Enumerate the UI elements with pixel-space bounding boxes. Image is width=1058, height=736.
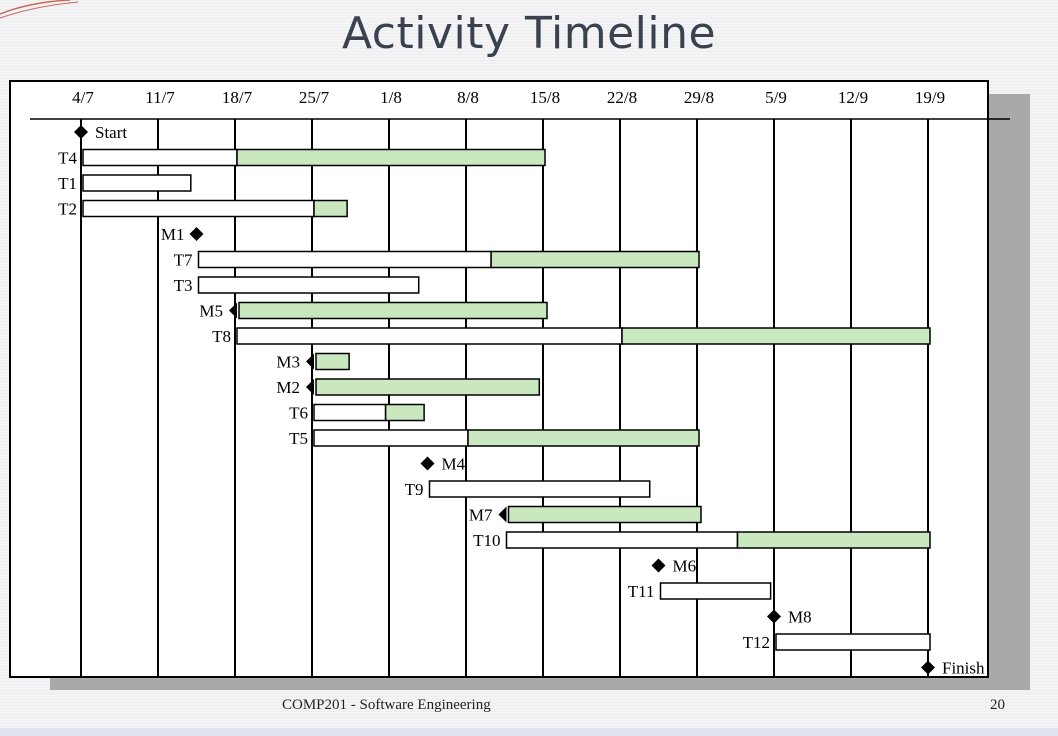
slide-footer: COMP201 - Software Engineering: [282, 697, 491, 713]
slack-bar-t4: [236, 148, 546, 167]
milestone-marker-m2: [306, 379, 314, 395]
date-label: 11/7: [145, 88, 175, 107]
slack-bar-t6: [384, 403, 425, 422]
task-bar-t6: [313, 403, 387, 422]
slack-bar-t8: [621, 327, 931, 345]
task-bar-t12: [775, 633, 931, 651]
task-bar-t5: [313, 429, 469, 447]
bottom-bar: [0, 728, 1058, 736]
task-bar-t9: [428, 480, 651, 498]
task-label-t1: T1: [58, 174, 77, 193]
date-label: 15/8: [530, 88, 560, 107]
slide-title: Activity Timeline: [341, 8, 717, 59]
milestone-label-m6: M6: [673, 557, 697, 576]
date-label: 29/8: [684, 88, 714, 107]
date-label: 25/7: [299, 88, 330, 107]
milestone-marker-m1: [189, 227, 204, 241]
milestone-marker-m8: [767, 609, 781, 624]
task-bar-t8: [236, 327, 623, 345]
milestone-label-m2: M2: [276, 378, 300, 397]
task-label-t6: T6: [289, 404, 308, 423]
task-bar-t1: [82, 174, 192, 192]
slack-bar-t10: [736, 531, 931, 549]
task-bar-t10: [505, 531, 739, 549]
date-label: 8/8: [457, 88, 479, 107]
task-bar-t3: [197, 276, 420, 294]
task-label-t2: T2: [58, 200, 77, 219]
task-bar-t7: [197, 250, 492, 269]
task-label-t5: T5: [289, 429, 308, 448]
milestone-label-m4: M4: [442, 455, 466, 474]
task-bar-t4: [82, 148, 238, 167]
decorative-arc: [0, 0, 79, 19]
milestone-marker-m3: [306, 353, 314, 370]
task-bar-t11: [659, 582, 772, 600]
task-label-t4: T4: [58, 149, 77, 168]
task-label-t9: T9: [405, 480, 424, 499]
slack-bar-m7: [507, 505, 702, 524]
milestone-label-m3: M3: [276, 353, 300, 372]
date-label: 4/7: [72, 88, 94, 107]
page-number: 20: [990, 697, 1005, 713]
milestone-marker-m4: [420, 456, 435, 471]
milestone-marker-finish: [921, 660, 935, 675]
milestone-label-start: Start: [95, 123, 127, 142]
date-label: 19/9: [915, 88, 945, 107]
milestone-marker-m6: [651, 558, 666, 573]
slack-bar-t2: [313, 199, 348, 218]
task-label-t8: T8: [212, 327, 231, 346]
date-label: 12/9: [838, 88, 868, 107]
milestone-label-finish: Finish: [942, 659, 985, 678]
date-label: 22/8: [607, 88, 637, 107]
task-label-t3: T3: [174, 276, 193, 295]
milestone-marker-m5: [229, 302, 237, 319]
slack-bar-t5: [467, 429, 700, 447]
milestone-marker-m7: [498, 506, 507, 523]
date-label: 5/9: [765, 88, 787, 107]
task-label-t12: T12: [743, 633, 770, 652]
task-bar-t2: [82, 199, 315, 218]
slack-bar-m2: [315, 378, 541, 396]
slack-bar-t7: [490, 250, 700, 269]
milestone-label-m7: M7: [469, 506, 493, 525]
slack-bar-m5: [238, 301, 548, 320]
date-label: 18/7: [222, 88, 253, 107]
milestone-label-m1: M1: [161, 225, 185, 244]
task-label-t11: T11: [628, 582, 655, 601]
milestone-marker-start: [74, 125, 88, 139]
milestone-label-m5: M5: [199, 302, 223, 321]
task-label-t7: T7: [174, 251, 193, 270]
date-label: 1/8: [380, 88, 402, 107]
task-label-t10: T10: [473, 531, 500, 550]
slack-bar-m3: [315, 352, 350, 371]
milestone-label-m8: M8: [788, 608, 812, 627]
